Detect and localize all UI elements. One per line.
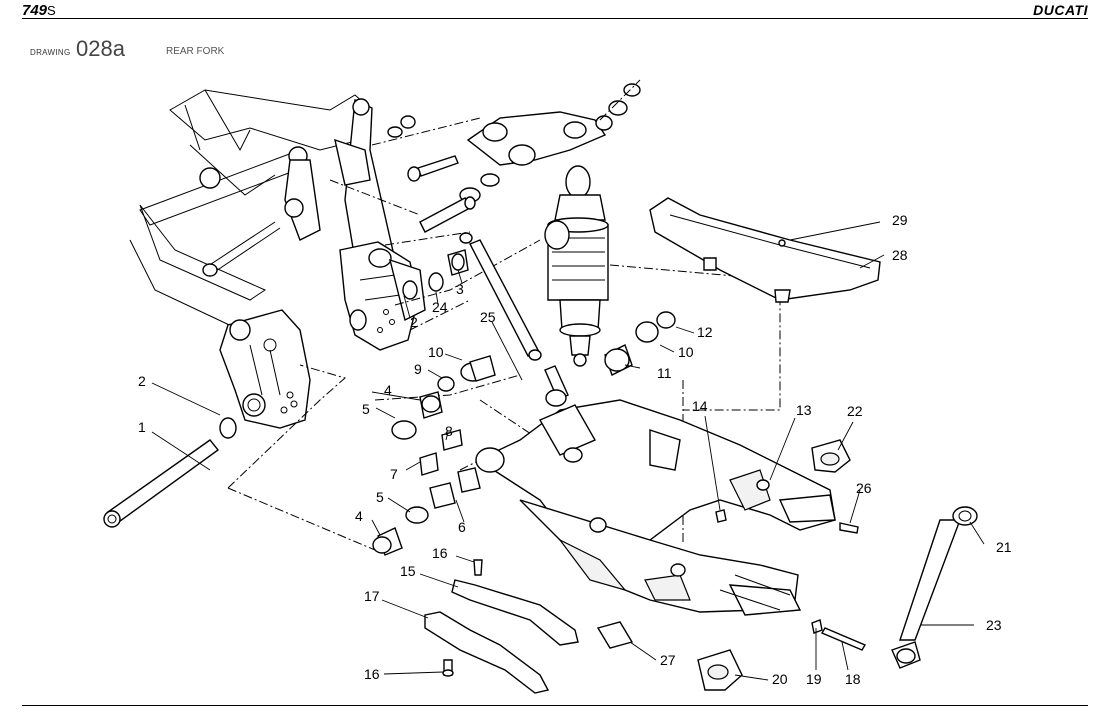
callout-20: 20 (772, 671, 788, 687)
callout-12: 12 (697, 324, 713, 340)
leader-lines (151, 221, 985, 681)
chain-guard (649, 197, 881, 303)
callout-16: 16 (364, 666, 380, 682)
drawing-number: 028a (76, 36, 125, 61)
model-name: 749S (22, 2, 56, 19)
callout-10: 10 (428, 344, 444, 360)
swingarm (475, 399, 836, 616)
callout-13: 13 (796, 402, 812, 418)
callout-14: 14 (692, 398, 708, 414)
frame-section (129, 89, 426, 429)
callout-5: 5 (376, 489, 384, 505)
footer-divider (22, 705, 1088, 706)
callout-11: 11 (657, 365, 672, 381)
callout-4: 4 (355, 508, 363, 524)
wheel-axle (891, 506, 978, 669)
callout-18: 18 (845, 671, 861, 687)
callout-21: 21 (996, 539, 1012, 555)
callout-29: 29 (892, 212, 908, 228)
callout-6: 6 (458, 519, 466, 535)
callout-2: 2 (410, 314, 418, 330)
callout-2: 2 (138, 373, 146, 389)
callout-17: 17 (364, 588, 380, 604)
callout-26: 26 (856, 480, 872, 496)
callout-10: 10 (678, 344, 694, 360)
callout-4: 4 (384, 382, 392, 398)
callout-numbers: 1 2 2 3 4 4 5 5 6 7 8 9 10 10 11 12 13 1… (138, 212, 1012, 687)
chain-sliders (424, 559, 579, 694)
callout-9: 9 (414, 361, 422, 377)
small-parts (596, 439, 867, 691)
bushings-washers (219, 249, 676, 556)
drawing-title: REAR FORK (166, 46, 225, 57)
callout-23: 23 (986, 617, 1002, 633)
drawing-label: DRAWING (30, 48, 71, 57)
model-number: 749 (22, 2, 48, 19)
callout-15: 15 (400, 563, 416, 579)
header-divider (22, 18, 1088, 19)
callout-28: 28 (892, 247, 908, 263)
callout-25: 25 (480, 309, 496, 325)
callout-24: 24 (432, 299, 448, 315)
callout-3: 3 (456, 281, 464, 297)
callout-19: 19 (806, 671, 822, 687)
callout-1: 1 (138, 419, 146, 435)
callout-7: 7 (390, 466, 398, 482)
rear-axle (103, 439, 220, 528)
callout-5: 5 (362, 401, 370, 417)
callout-16: 16 (432, 545, 448, 561)
callout-8: 8 (445, 423, 453, 439)
rocker-linkage (387, 83, 641, 233)
model-suffix: S (47, 3, 56, 18)
callout-22: 22 (847, 403, 863, 419)
shock-absorber (459, 165, 609, 407)
brand-logo: DUCATI (1033, 2, 1088, 18)
callout-27: 27 (660, 652, 676, 668)
